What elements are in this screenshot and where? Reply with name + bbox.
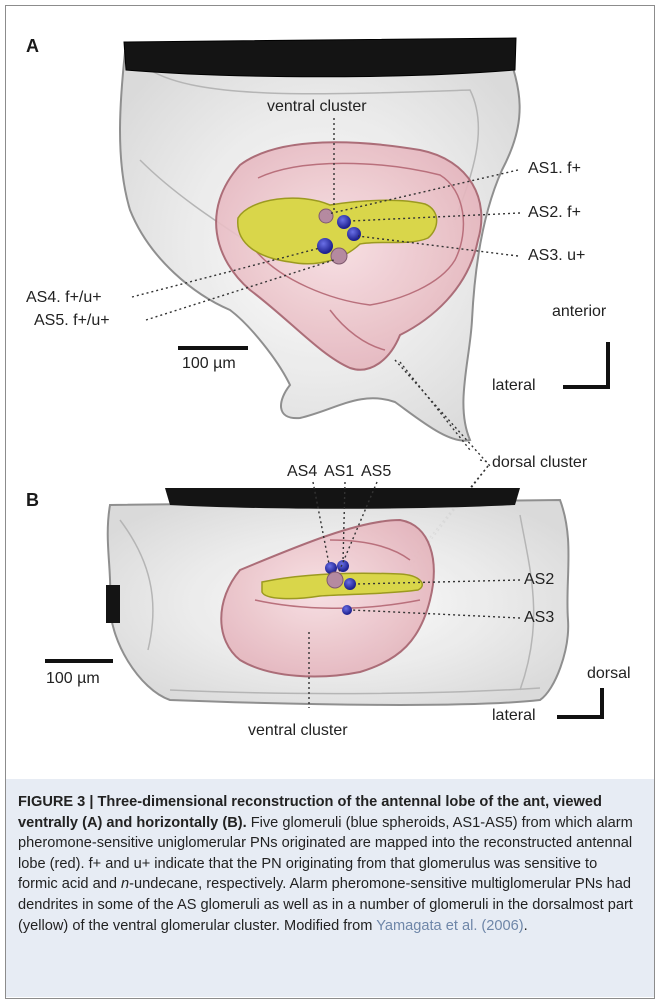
caption-reference-link[interactable]: Yamagata et al. (2006) xyxy=(376,918,523,934)
panel-a-top-cap xyxy=(124,38,516,77)
panel-a-orientation-vertical: anterior xyxy=(552,303,606,321)
panel-b-as1-label: AS1 xyxy=(324,463,354,481)
figure-caption: FIGURE 3 | Three-dimensional reconstruct… xyxy=(18,792,636,936)
panel-a-as2-label: AS2. f+ xyxy=(528,204,581,222)
panel-b-letter: B xyxy=(26,490,39,511)
panel-b-as2-label: AS2 xyxy=(524,571,554,589)
panel-b-as5-label: AS5 xyxy=(361,463,391,481)
panel-a-as4-label: AS4. f+/u+ xyxy=(26,289,102,307)
panel-a-glomerulus-as3 xyxy=(347,227,361,241)
panel-a-ventral-cluster-label: ventral cluster xyxy=(267,98,367,116)
panel-b-as4-label: AS4 xyxy=(287,463,317,481)
panel-b-orientation-vertical: dorsal xyxy=(587,665,631,683)
panel-b-scale-label: 100 µm xyxy=(46,670,100,688)
panel-a-letter: A xyxy=(26,36,39,57)
panel-a-glomerulus-as4 xyxy=(317,238,333,254)
panel-b-glomerulus-as2 xyxy=(344,578,356,590)
panel-b-scale-bar xyxy=(45,659,113,663)
panel-b-top-band xyxy=(165,488,520,509)
figure-illustration xyxy=(0,0,662,780)
panel-a-orientation-arrow xyxy=(563,342,608,387)
panel-a-scale-bar xyxy=(178,346,248,350)
panel-b-glomerulus-as3 xyxy=(342,605,352,615)
panel-a-glomerulus-as5 xyxy=(331,248,347,264)
caption-text-3: . xyxy=(524,918,528,934)
panel-b-as3-label: AS3 xyxy=(524,609,554,627)
dorsal-cluster-label: dorsal cluster xyxy=(492,454,587,472)
panel-b-illustration xyxy=(45,482,602,717)
panel-a-as5-label: AS5. f+/u+ xyxy=(34,312,110,330)
panel-a-scale-label: 100 µm xyxy=(182,355,236,373)
caption-italic-n: n xyxy=(121,876,129,892)
panel-a-orientation-horizontal: lateral xyxy=(492,377,536,395)
panel-b-glomerulus-as5 xyxy=(327,572,343,588)
panel-b-orientation-horizontal: lateral xyxy=(492,707,536,725)
panel-b-ventral-cluster-label: ventral cluster xyxy=(248,722,348,740)
panel-a-glomerulus-as1 xyxy=(319,209,333,223)
panel-b-orientation-arrow xyxy=(557,688,602,717)
panel-a-glomerulus-as2 xyxy=(337,215,351,229)
panel-a-as1-label: AS1. f+ xyxy=(528,160,581,178)
panel-a-as3-label: AS3. u+ xyxy=(528,247,585,265)
panel-b-side-notch xyxy=(106,585,120,623)
